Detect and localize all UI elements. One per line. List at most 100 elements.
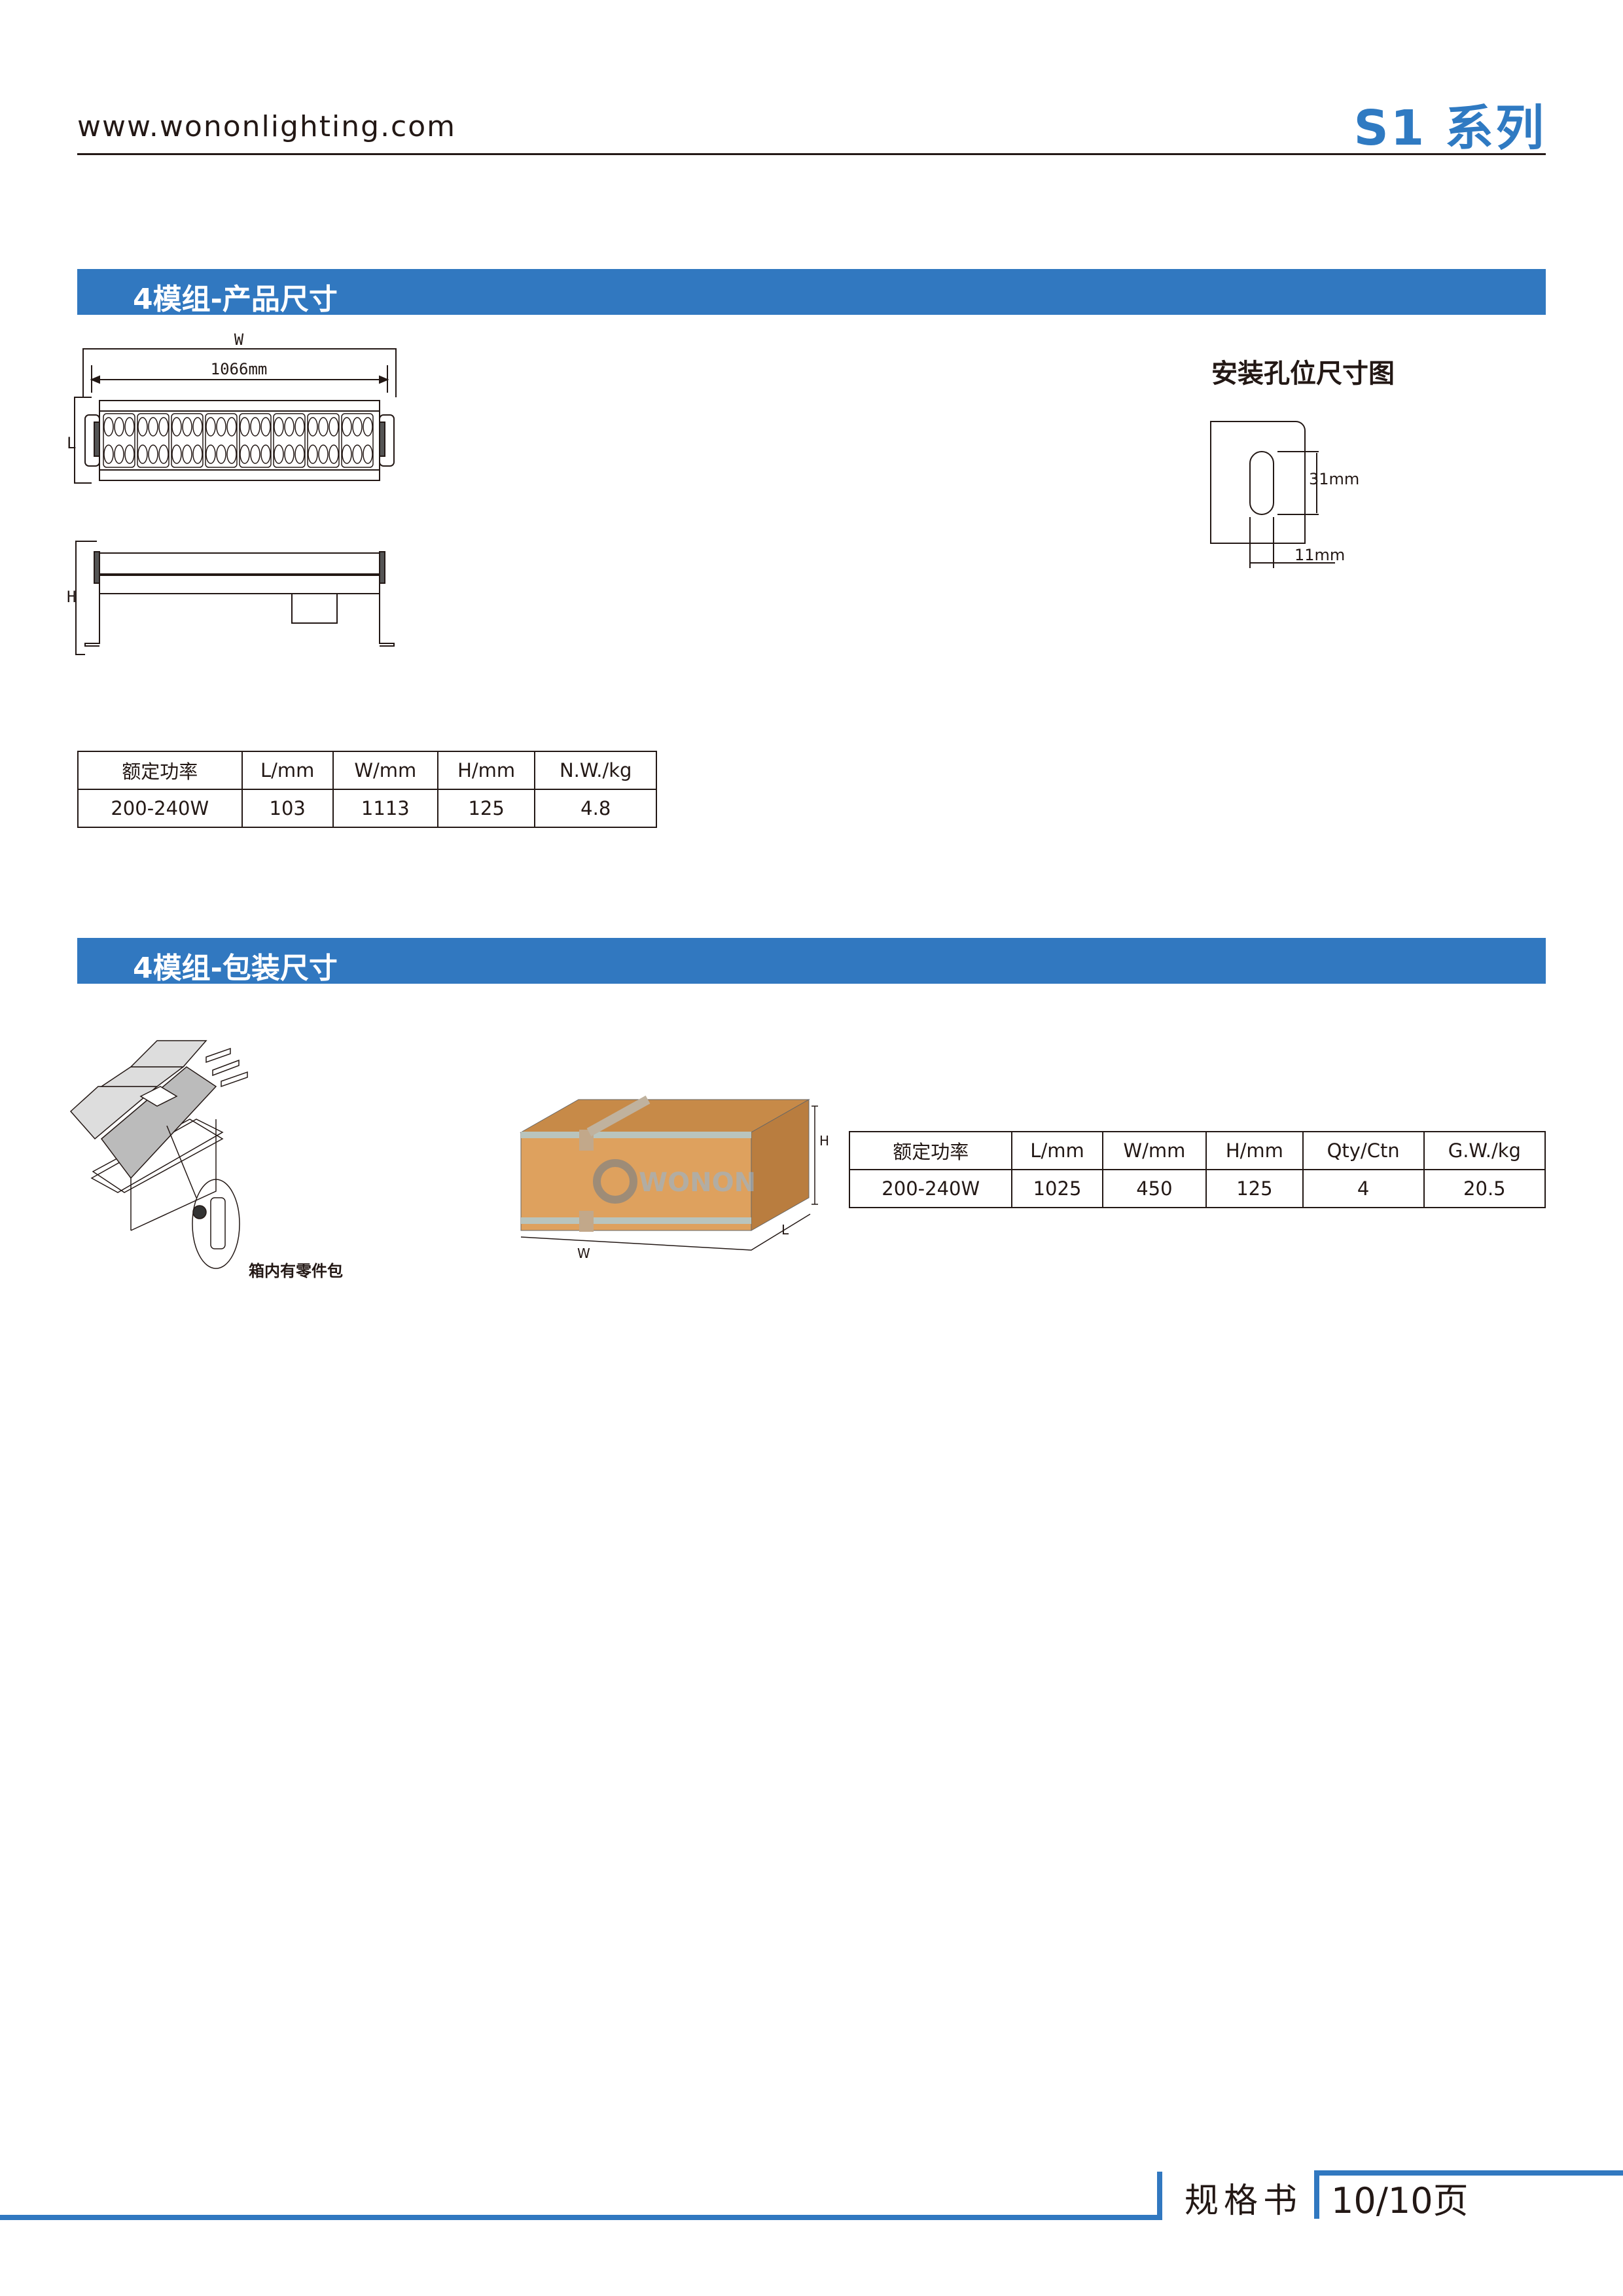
w-label: W: [234, 331, 244, 349]
table-header: H/mm: [437, 751, 536, 790]
table-cell: 103: [241, 789, 334, 828]
led-lens: [240, 417, 250, 437]
led-lens: [274, 444, 284, 464]
hole-height-dim: 31mm: [1309, 470, 1359, 488]
page-number: 10/10页: [1331, 2180, 1469, 2221]
led-lens: [182, 444, 192, 464]
mounting-hole-diagram: 31mm 11mm: [1210, 421, 1359, 568]
box-l-label: L: [781, 1222, 789, 1238]
led-module: [239, 413, 272, 468]
led-lens: [205, 444, 216, 464]
table-cell: 20.5: [1423, 1169, 1546, 1208]
package-spec-table: 额定功率 L/mm W/mm H/mm Qty/Ctn G.W./kg 200-…: [848, 1131, 1546, 1208]
parts-pack-label: 箱内有零件包: [249, 1262, 343, 1280]
led-lens: [318, 417, 329, 437]
led-lens: [240, 444, 250, 464]
led-lens: [260, 417, 271, 437]
table-cell: 125: [1205, 1169, 1304, 1208]
led-lens: [352, 417, 363, 437]
table-header: N.W./kg: [534, 751, 657, 790]
led-lens: [137, 444, 148, 464]
led-lens: [329, 444, 339, 464]
table-cell: 125: [437, 789, 536, 828]
led-module: [307, 413, 340, 468]
led-lens: [158, 444, 169, 464]
led-lens: [363, 444, 373, 464]
table-header: W/mm: [1101, 1131, 1207, 1170]
led-lens: [274, 417, 284, 437]
table-header-row: 额定功率 L/mm W/mm H/mm N.W./kg: [77, 751, 657, 790]
table-cell: 4.8: [534, 789, 657, 828]
document-label: 规格书: [1185, 2181, 1303, 2221]
section-bar-product-dimensions: 4模组-产品尺寸: [77, 269, 1546, 316]
table-cell: 4: [1302, 1169, 1425, 1208]
table-header: H/mm: [1205, 1131, 1304, 1170]
box-h-label: H: [819, 1133, 829, 1149]
section-title: 4模组-产品尺寸: [133, 283, 338, 316]
led-lens: [114, 444, 124, 464]
footer-bracket-left: [1157, 2172, 1162, 2220]
table-cell: 450: [1101, 1169, 1207, 1208]
product-dimension-drawing: W 1066mm L H: [67, 331, 397, 655]
footer-line-right: [1314, 2170, 1623, 2176]
led-lens: [294, 444, 305, 464]
table-header: 额定功率: [848, 1131, 1013, 1170]
table-header: L/mm: [1011, 1131, 1103, 1170]
series-title: S1 系列: [1353, 100, 1546, 156]
table-header: 额定功率: [77, 751, 243, 790]
svg-text:WONON: WONON: [639, 1168, 756, 1198]
width-dimension: 1066mm: [211, 360, 268, 378]
footer-line-left: [0, 2215, 1162, 2220]
led-lens: [250, 444, 260, 464]
table-cell: 1025: [1011, 1169, 1103, 1208]
table-row: 200-240W 103 1113 125 4.8: [77, 789, 657, 828]
led-lens: [250, 417, 260, 437]
led-lens: [192, 417, 203, 437]
led-module: [273, 413, 306, 468]
led-module: [341, 413, 374, 468]
led-lens: [137, 417, 148, 437]
hole-width-dim: 11mm: [1294, 546, 1345, 564]
led-lens: [148, 417, 158, 437]
table-header: G.W./kg: [1423, 1131, 1546, 1170]
led-lens: [342, 417, 352, 437]
mounting-hole-title: 安装孔位尺寸图: [1211, 359, 1395, 389]
led-lens: [308, 444, 318, 464]
section-title: 4模组-包装尺寸: [133, 952, 338, 985]
h-label: H: [67, 588, 76, 606]
led-lens: [103, 444, 114, 464]
led-lens: [158, 417, 169, 437]
table-header-row: 额定功率 L/mm W/mm H/mm Qty/Ctn G.W./kg: [848, 1131, 1546, 1170]
led-module: [103, 413, 135, 468]
led-lens: [114, 417, 124, 437]
table-header: W/mm: [332, 751, 438, 790]
carton-box-illustration: W L H WONON: [520, 1095, 829, 1261]
led-lens: [216, 444, 226, 464]
header-divider: [77, 153, 1546, 155]
led-lens: [226, 417, 237, 437]
led-lens: [260, 444, 271, 464]
led-lens: [171, 417, 182, 437]
website-url: www.wononlighting.com: [77, 110, 457, 143]
table-header: L/mm: [241, 751, 334, 790]
led-lens: [284, 417, 294, 437]
led-lens: [308, 417, 318, 437]
led-lens: [171, 444, 182, 464]
led-module: [137, 413, 169, 468]
table-cell: 200-240W: [848, 1169, 1013, 1208]
led-lens: [182, 417, 192, 437]
led-module: [205, 413, 238, 468]
section-bar-package-dimensions: 4模组-包装尺寸: [77, 938, 1546, 985]
led-lens: [216, 417, 226, 437]
led-lens: [148, 444, 158, 464]
led-lens: [103, 417, 114, 437]
led-lens: [284, 444, 294, 464]
table-row: 200-240W 1025 450 125 4 20.5: [848, 1169, 1546, 1208]
table-header: Qty/Ctn: [1302, 1131, 1425, 1170]
led-lens: [124, 444, 135, 464]
l-label: L: [67, 434, 76, 452]
led-lens: [342, 444, 352, 464]
packaging-contents-illustration: [69, 1040, 248, 1269]
led-lens: [226, 444, 237, 464]
led-module: [171, 413, 204, 468]
